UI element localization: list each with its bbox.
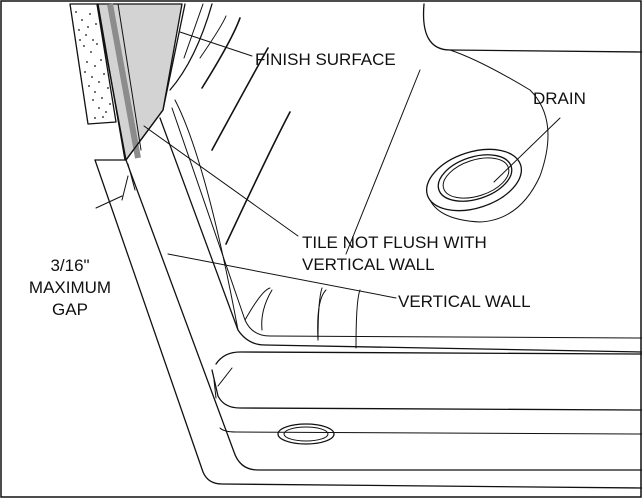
label-drain: DRAIN: [533, 89, 586, 108]
tile: [96, 3, 183, 161]
leader-tile-to-finish: [345, 69, 421, 255]
lower-drain-outline: [277, 423, 335, 445]
label-gap-line1: 3/16": [50, 256, 89, 275]
leader-drain: [493, 117, 561, 183]
leader-tile-not-flush: [143, 125, 299, 237]
leader-gap: [95, 195, 123, 209]
label-vertical-wall: VERTICAL WALL: [398, 292, 531, 311]
wallboard-texture: [75, 11, 111, 119]
shower-base: [169, 3, 642, 435]
surface-highlights: [199, 15, 291, 245]
label-gap-line2: MAXIMUM: [29, 278, 111, 297]
leader-lines: [95, 31, 561, 299]
wallboard: [69, 3, 117, 125]
lower-drain-inner: [283, 426, 329, 442]
leader-finish-surface: [179, 31, 253, 57]
label-gap-line3: GAP: [52, 300, 88, 319]
leader-vertical-wall: [167, 253, 397, 299]
label-tile-line2: VERTICAL WALL: [302, 255, 435, 274]
label-finish-surface: FINISH SURFACE: [255, 50, 396, 69]
label-tile-line1: TILE NOT FLUSH WITH: [302, 233, 487, 252]
drain: [425, 148, 523, 212]
